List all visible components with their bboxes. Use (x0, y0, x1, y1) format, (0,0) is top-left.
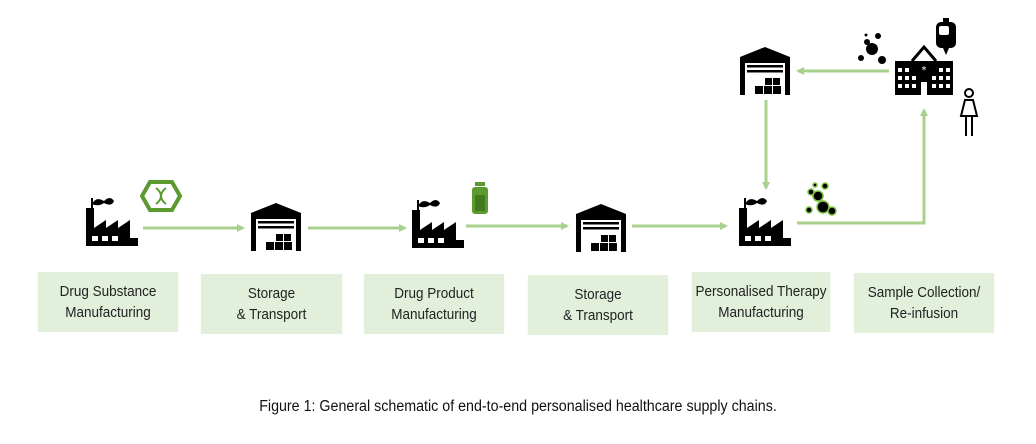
warehouse-icon (576, 204, 626, 252)
step-sample-collection-reinfusion: Sample Collection/ Re-infusion (853, 273, 995, 333)
svg-text:*: * (922, 65, 927, 76)
warehouse-icon (740, 47, 790, 95)
figure-caption: Figure 1: General schematic of end-to-en… (259, 398, 777, 415)
step-storage-transport-2: Storage & Transport (527, 275, 669, 335)
step-personalised-therapy-manufacturing: Personalised Therapy Manufacturing (691, 272, 831, 332)
step-label: Drug Substance Manufacturing (59, 283, 157, 321)
cells-green-icon (805, 182, 837, 216)
vial-icon (472, 182, 488, 214)
factory-icon (412, 200, 464, 248)
warehouse-icon (251, 203, 301, 251)
dna-hexagon-icon (139, 180, 183, 212)
hospital-icon: * (895, 44, 953, 95)
step-label: Sample Collection/ Re-infusion (867, 284, 981, 322)
arrow-5 (797, 108, 928, 225)
factory-icon (86, 198, 138, 246)
iv-bag-icon (936, 18, 956, 55)
cells-black-icon (858, 33, 886, 64)
step-storage-transport-1: Storage & Transport (200, 274, 343, 334)
step-drug-product-manufacturing: Drug Product Manufacturing (363, 274, 505, 334)
step-label: Personalised Therapy Manufacturing (695, 283, 827, 321)
step-drug-substance-manufacturing: Drug Substance Manufacturing (37, 272, 179, 332)
woman-icon (959, 88, 979, 136)
arrows (143, 67, 928, 232)
step-label: Storage & Transport (563, 286, 633, 324)
factory-icon (739, 198, 791, 246)
step-label: Storage & Transport (236, 285, 307, 323)
step-label: Drug Product Manufacturing (391, 285, 477, 323)
